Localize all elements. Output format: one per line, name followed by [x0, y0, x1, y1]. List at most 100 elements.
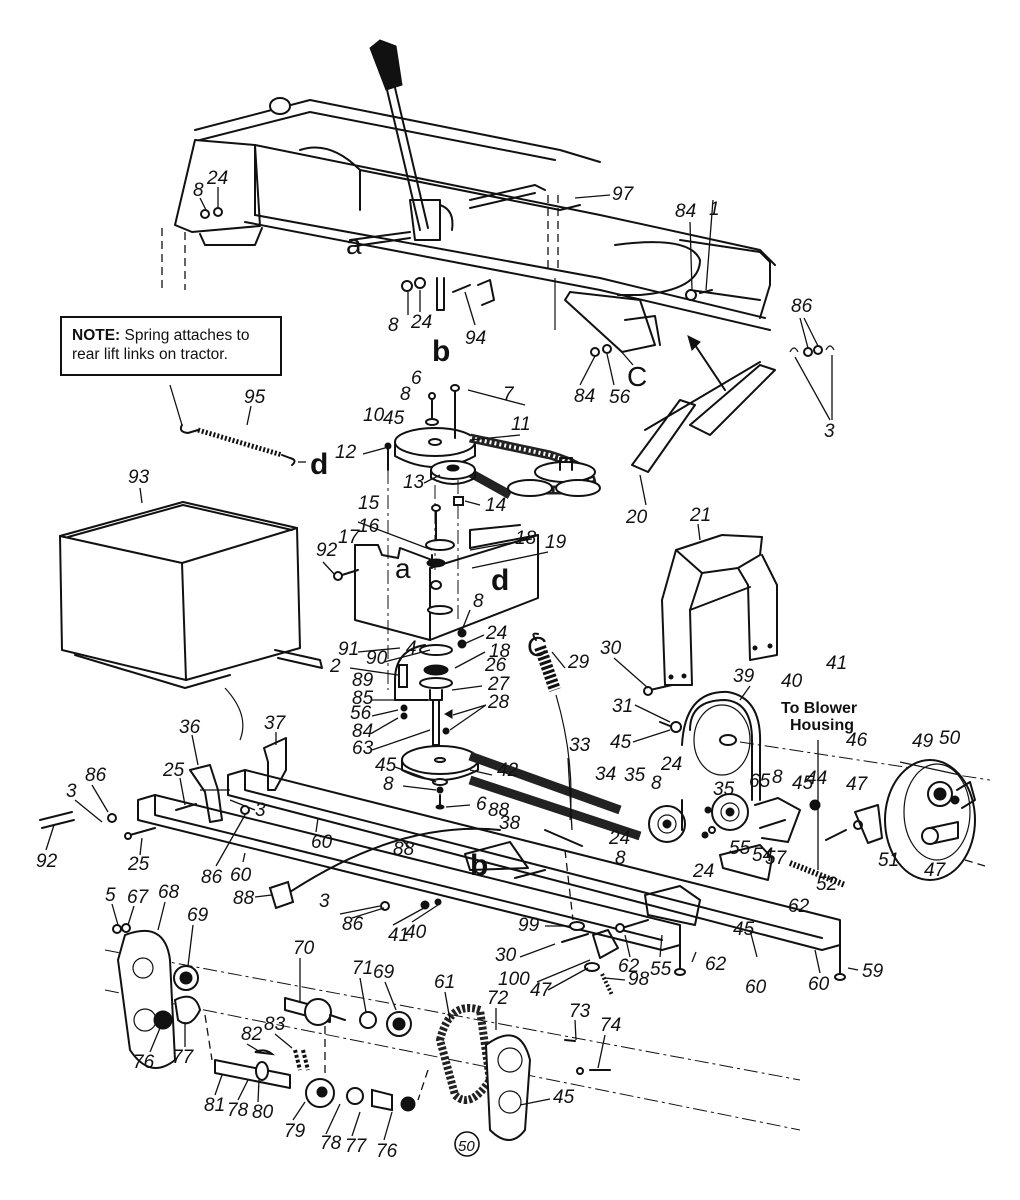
- callout: 40: [781, 671, 803, 692]
- callout: 45: [383, 408, 405, 429]
- callout: 95: [244, 387, 266, 408]
- callout: 38: [499, 813, 521, 834]
- callout: 84: [675, 201, 696, 222]
- callout: 77: [345, 1136, 368, 1157]
- to-blower-housing-label-line2: Housing: [790, 717, 854, 734]
- callout: 73: [569, 1001, 591, 1022]
- callout: 100: [498, 969, 530, 990]
- callout: 56: [609, 387, 631, 408]
- callout: 24: [692, 861, 714, 882]
- callout: 88: [488, 800, 510, 821]
- callout: 74: [600, 1015, 621, 1036]
- callout: 76: [376, 1141, 398, 1162]
- callout: 8: [388, 315, 399, 336]
- callout: 98: [628, 969, 650, 990]
- callout: 15: [358, 493, 380, 514]
- callout: 62: [705, 954, 727, 975]
- callout: 49: [912, 731, 934, 752]
- callout: 20: [625, 507, 648, 528]
- drive-bracket: [333, 504, 539, 649]
- callout: 71: [352, 958, 373, 979]
- callout: 5: [105, 885, 116, 906]
- callout: 93: [128, 467, 150, 488]
- callout: 60: [745, 977, 767, 998]
- callout: 10: [363, 405, 385, 426]
- callout: 8: [383, 774, 394, 795]
- callout: 45: [792, 773, 814, 794]
- callout: 42: [497, 760, 519, 781]
- callout: 1: [709, 199, 720, 220]
- callout: 24: [410, 312, 432, 333]
- callout: 41: [826, 653, 847, 674]
- callout: 14: [485, 495, 506, 516]
- callout: 59: [862, 961, 884, 982]
- callout: 60: [311, 832, 333, 853]
- callout: 39: [733, 666, 755, 687]
- callout: 12: [335, 442, 357, 463]
- callout: 94: [465, 328, 486, 349]
- callout: 77: [172, 1047, 195, 1068]
- callout: 21: [689, 505, 711, 526]
- pulley-assembly: [648, 690, 991, 888]
- callout: 69: [187, 905, 209, 926]
- callout: 40: [405, 922, 427, 943]
- callout: 68: [158, 882, 180, 903]
- callout: 45: [733, 919, 755, 940]
- callout: 56: [350, 703, 372, 724]
- callout: 24: [206, 168, 228, 189]
- callout: 3: [319, 891, 330, 912]
- callout: 57: [765, 848, 788, 869]
- callout: 54: [752, 845, 773, 866]
- callout: 60: [808, 974, 830, 995]
- callout: 86: [791, 296, 813, 317]
- callout: 47: [530, 980, 553, 1001]
- callout: 86: [201, 867, 223, 888]
- callout: 89: [352, 670, 374, 691]
- callout: 76: [133, 1052, 155, 1073]
- callout: 28: [487, 692, 510, 713]
- callout: 55: [729, 838, 751, 859]
- to-blower-housing-label-line1: To Blower: [781, 700, 857, 717]
- callout: 31: [612, 696, 633, 717]
- callout: 8: [772, 767, 783, 788]
- callout: 35: [713, 779, 735, 800]
- connection-letter-b-frame: b: [470, 849, 488, 882]
- right-gearbox: [884, 759, 986, 881]
- callout: 86: [85, 765, 107, 786]
- callout: 84: [574, 386, 595, 407]
- callout: 99: [518, 915, 540, 936]
- callout: 6: [476, 794, 487, 815]
- callout: 45: [553, 1087, 575, 1108]
- connection-letter-c: C: [627, 361, 647, 392]
- note-text: Spring attaches to rear lift links on tr…: [72, 327, 250, 363]
- callout: 3: [66, 781, 77, 802]
- callout: 27: [487, 674, 511, 695]
- callout: 11: [511, 414, 531, 435]
- callout: 92: [316, 540, 338, 561]
- callout: 36: [179, 717, 201, 738]
- note-box: NOTE: Spring attaches to rear lift links…: [60, 316, 282, 376]
- callout: 47: [924, 860, 947, 881]
- callout: 13: [403, 472, 425, 493]
- callout: 24: [608, 828, 630, 849]
- connection-letter-a: a: [346, 229, 362, 260]
- hopper-93: [59, 501, 323, 741]
- callout: 29: [567, 652, 590, 673]
- callout: 30: [600, 638, 622, 659]
- figure-marker-text: 50: [458, 1138, 475, 1155]
- callout: 25: [127, 854, 150, 875]
- callout: 45: [610, 732, 632, 753]
- callout: 88: [393, 839, 415, 860]
- belt-guard-21: [643, 534, 778, 696]
- callout: 30: [495, 945, 517, 966]
- callout: 90: [366, 648, 388, 669]
- note-heading: NOTE:: [72, 327, 121, 344]
- callout: 67: [127, 887, 150, 908]
- callout: 52: [816, 874, 838, 895]
- callout: 35: [624, 765, 646, 786]
- callout: 72: [487, 988, 509, 1009]
- callout: 34: [595, 764, 616, 785]
- callout: 78: [320, 1133, 342, 1154]
- callout: 60: [230, 865, 252, 886]
- callout: 18: [515, 528, 537, 549]
